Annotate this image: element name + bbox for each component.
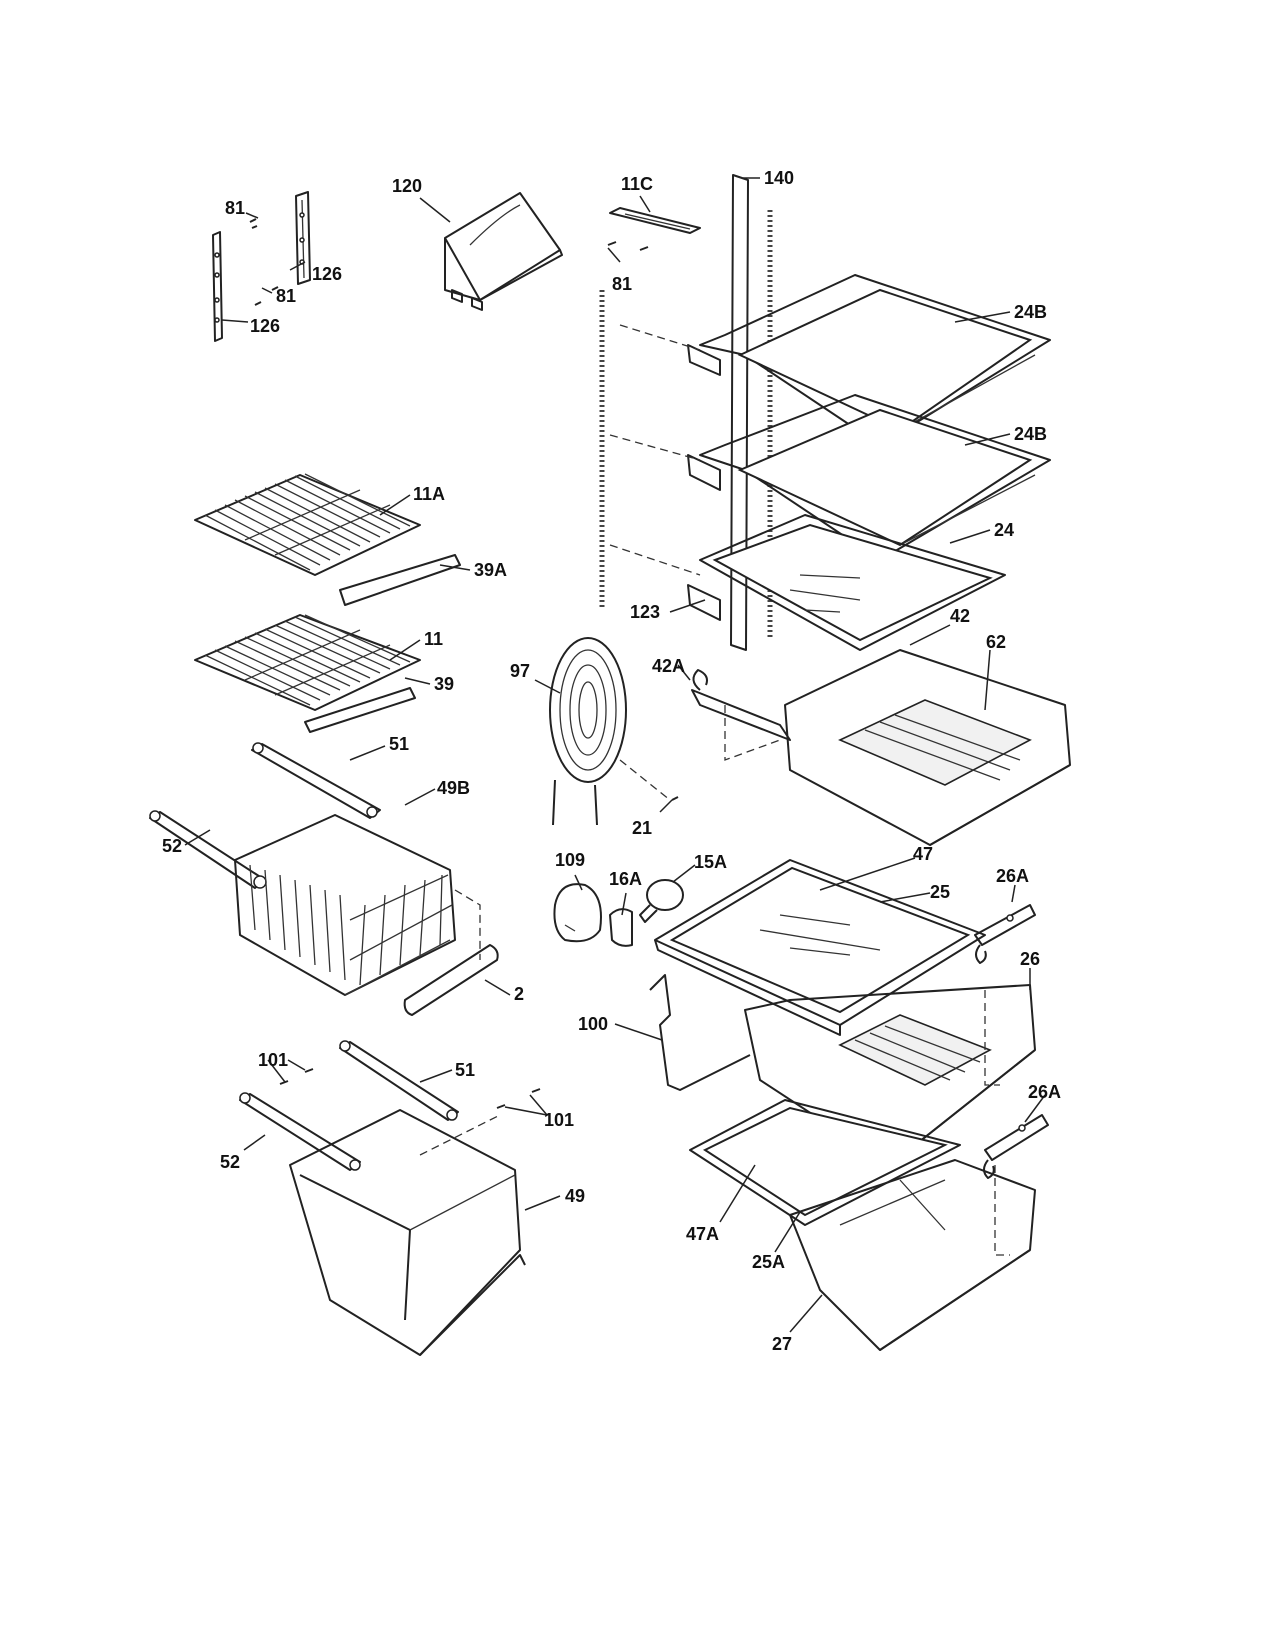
callout-51: 51 bbox=[389, 734, 409, 754]
screws-81-top-left bbox=[249, 218, 279, 306]
callout-24: 24 bbox=[994, 520, 1014, 540]
callout-47: 47 bbox=[913, 844, 933, 864]
callout-101: 101 bbox=[544, 1110, 574, 1130]
callout-120: 120 bbox=[392, 176, 422, 196]
callout-11: 11 bbox=[424, 629, 443, 649]
callout-97: 97 bbox=[510, 661, 530, 681]
callout-42a: 42A bbox=[652, 656, 685, 676]
slide-52-upper bbox=[149, 810, 267, 889]
callout-15a: 15A bbox=[694, 852, 727, 872]
callout-24b: 24B bbox=[1014, 302, 1047, 322]
glass-shelf-24b-upper bbox=[619, 274, 1051, 446]
slide-52-lower bbox=[239, 1092, 361, 1171]
callout-49: 49 bbox=[565, 1186, 585, 1206]
callout-81: 81 bbox=[612, 274, 632, 294]
drawer-bracket-26a-lower bbox=[983, 1114, 1049, 1179]
drawer-bracket-26a-upper bbox=[974, 904, 1036, 964]
callout-24b: 24B bbox=[1014, 424, 1047, 444]
rail-140 bbox=[599, 174, 773, 651]
callout-25a: 25A bbox=[752, 1252, 785, 1272]
callout-21: 21 bbox=[632, 818, 652, 838]
freezer-pan-49 bbox=[289, 1109, 526, 1356]
callout-11c: 11C bbox=[621, 174, 653, 194]
callout-26: 26 bbox=[1020, 949, 1040, 969]
shelf-bracket-11c bbox=[607, 207, 701, 251]
bracket-126-right bbox=[295, 191, 311, 285]
crisper-cover-25a bbox=[689, 1099, 961, 1226]
light-shield-109 bbox=[553, 883, 602, 943]
heater-coil-97 bbox=[549, 637, 671, 826]
callout-126: 126 bbox=[250, 316, 280, 336]
callout-27: 27 bbox=[772, 1334, 792, 1354]
crisper-cover-25 bbox=[654, 859, 986, 1036]
screw-21 bbox=[671, 796, 679, 801]
callout-109: 109 bbox=[555, 850, 585, 870]
glass-shelf-24b-lower bbox=[609, 394, 1051, 561]
door-bin-120 bbox=[444, 192, 563, 311]
callout-labels: 81 126 81 126 120 11C 81 140 24B 24B 24 … bbox=[162, 168, 1061, 1354]
light-socket-16a bbox=[609, 908, 633, 947]
callout-100: 100 bbox=[578, 1014, 608, 1034]
callout-51: 51 bbox=[455, 1060, 475, 1080]
light-bulb-15a bbox=[639, 879, 684, 923]
wire-shelf-11 bbox=[194, 614, 421, 711]
wire-shelf-11a bbox=[194, 473, 421, 576]
crisper-drawer-27 bbox=[789, 1159, 1036, 1351]
callout-16a: 16A bbox=[609, 869, 642, 889]
callout-81: 81 bbox=[276, 286, 296, 306]
callout-123: 123 bbox=[630, 602, 660, 622]
trim-2 bbox=[403, 944, 499, 1016]
glass-shelf-24 bbox=[609, 514, 1006, 651]
callout-26a: 26A bbox=[996, 866, 1029, 886]
callout-42: 42 bbox=[950, 606, 970, 626]
crisper-drawer-62 bbox=[691, 649, 1071, 846]
callout-126: 126 bbox=[312, 264, 342, 284]
callout-39a: 39A bbox=[474, 560, 507, 580]
partition-100 bbox=[649, 974, 751, 1091]
slide-51-upper bbox=[251, 742, 381, 819]
callout-62: 62 bbox=[986, 632, 1006, 652]
shelf-trim-39 bbox=[304, 687, 416, 733]
callout-101: 101 bbox=[258, 1050, 288, 1070]
shelf-trim-39a bbox=[339, 554, 461, 606]
callout-2: 2 bbox=[514, 984, 524, 1004]
callout-49b: 49B bbox=[437, 778, 470, 798]
callout-25: 25 bbox=[930, 882, 950, 902]
screws-101 bbox=[279, 1068, 541, 1156]
callout-11a: 11A bbox=[413, 484, 445, 504]
bracket-126-left bbox=[212, 231, 223, 342]
callout-47a: 47A bbox=[686, 1224, 719, 1244]
crisper-drawer-26 bbox=[744, 984, 1036, 1166]
callout-140: 140 bbox=[764, 168, 794, 188]
callout-81: 81 bbox=[225, 198, 245, 218]
slide-51-lower bbox=[339, 1040, 459, 1121]
callout-39: 39 bbox=[434, 674, 454, 694]
callout-52: 52 bbox=[162, 836, 182, 856]
callout-52: 52 bbox=[220, 1152, 240, 1172]
leader-lines bbox=[184, 177, 1046, 1333]
callout-26a: 26A bbox=[1028, 1082, 1061, 1102]
wire-basket-49b bbox=[234, 814, 481, 996]
